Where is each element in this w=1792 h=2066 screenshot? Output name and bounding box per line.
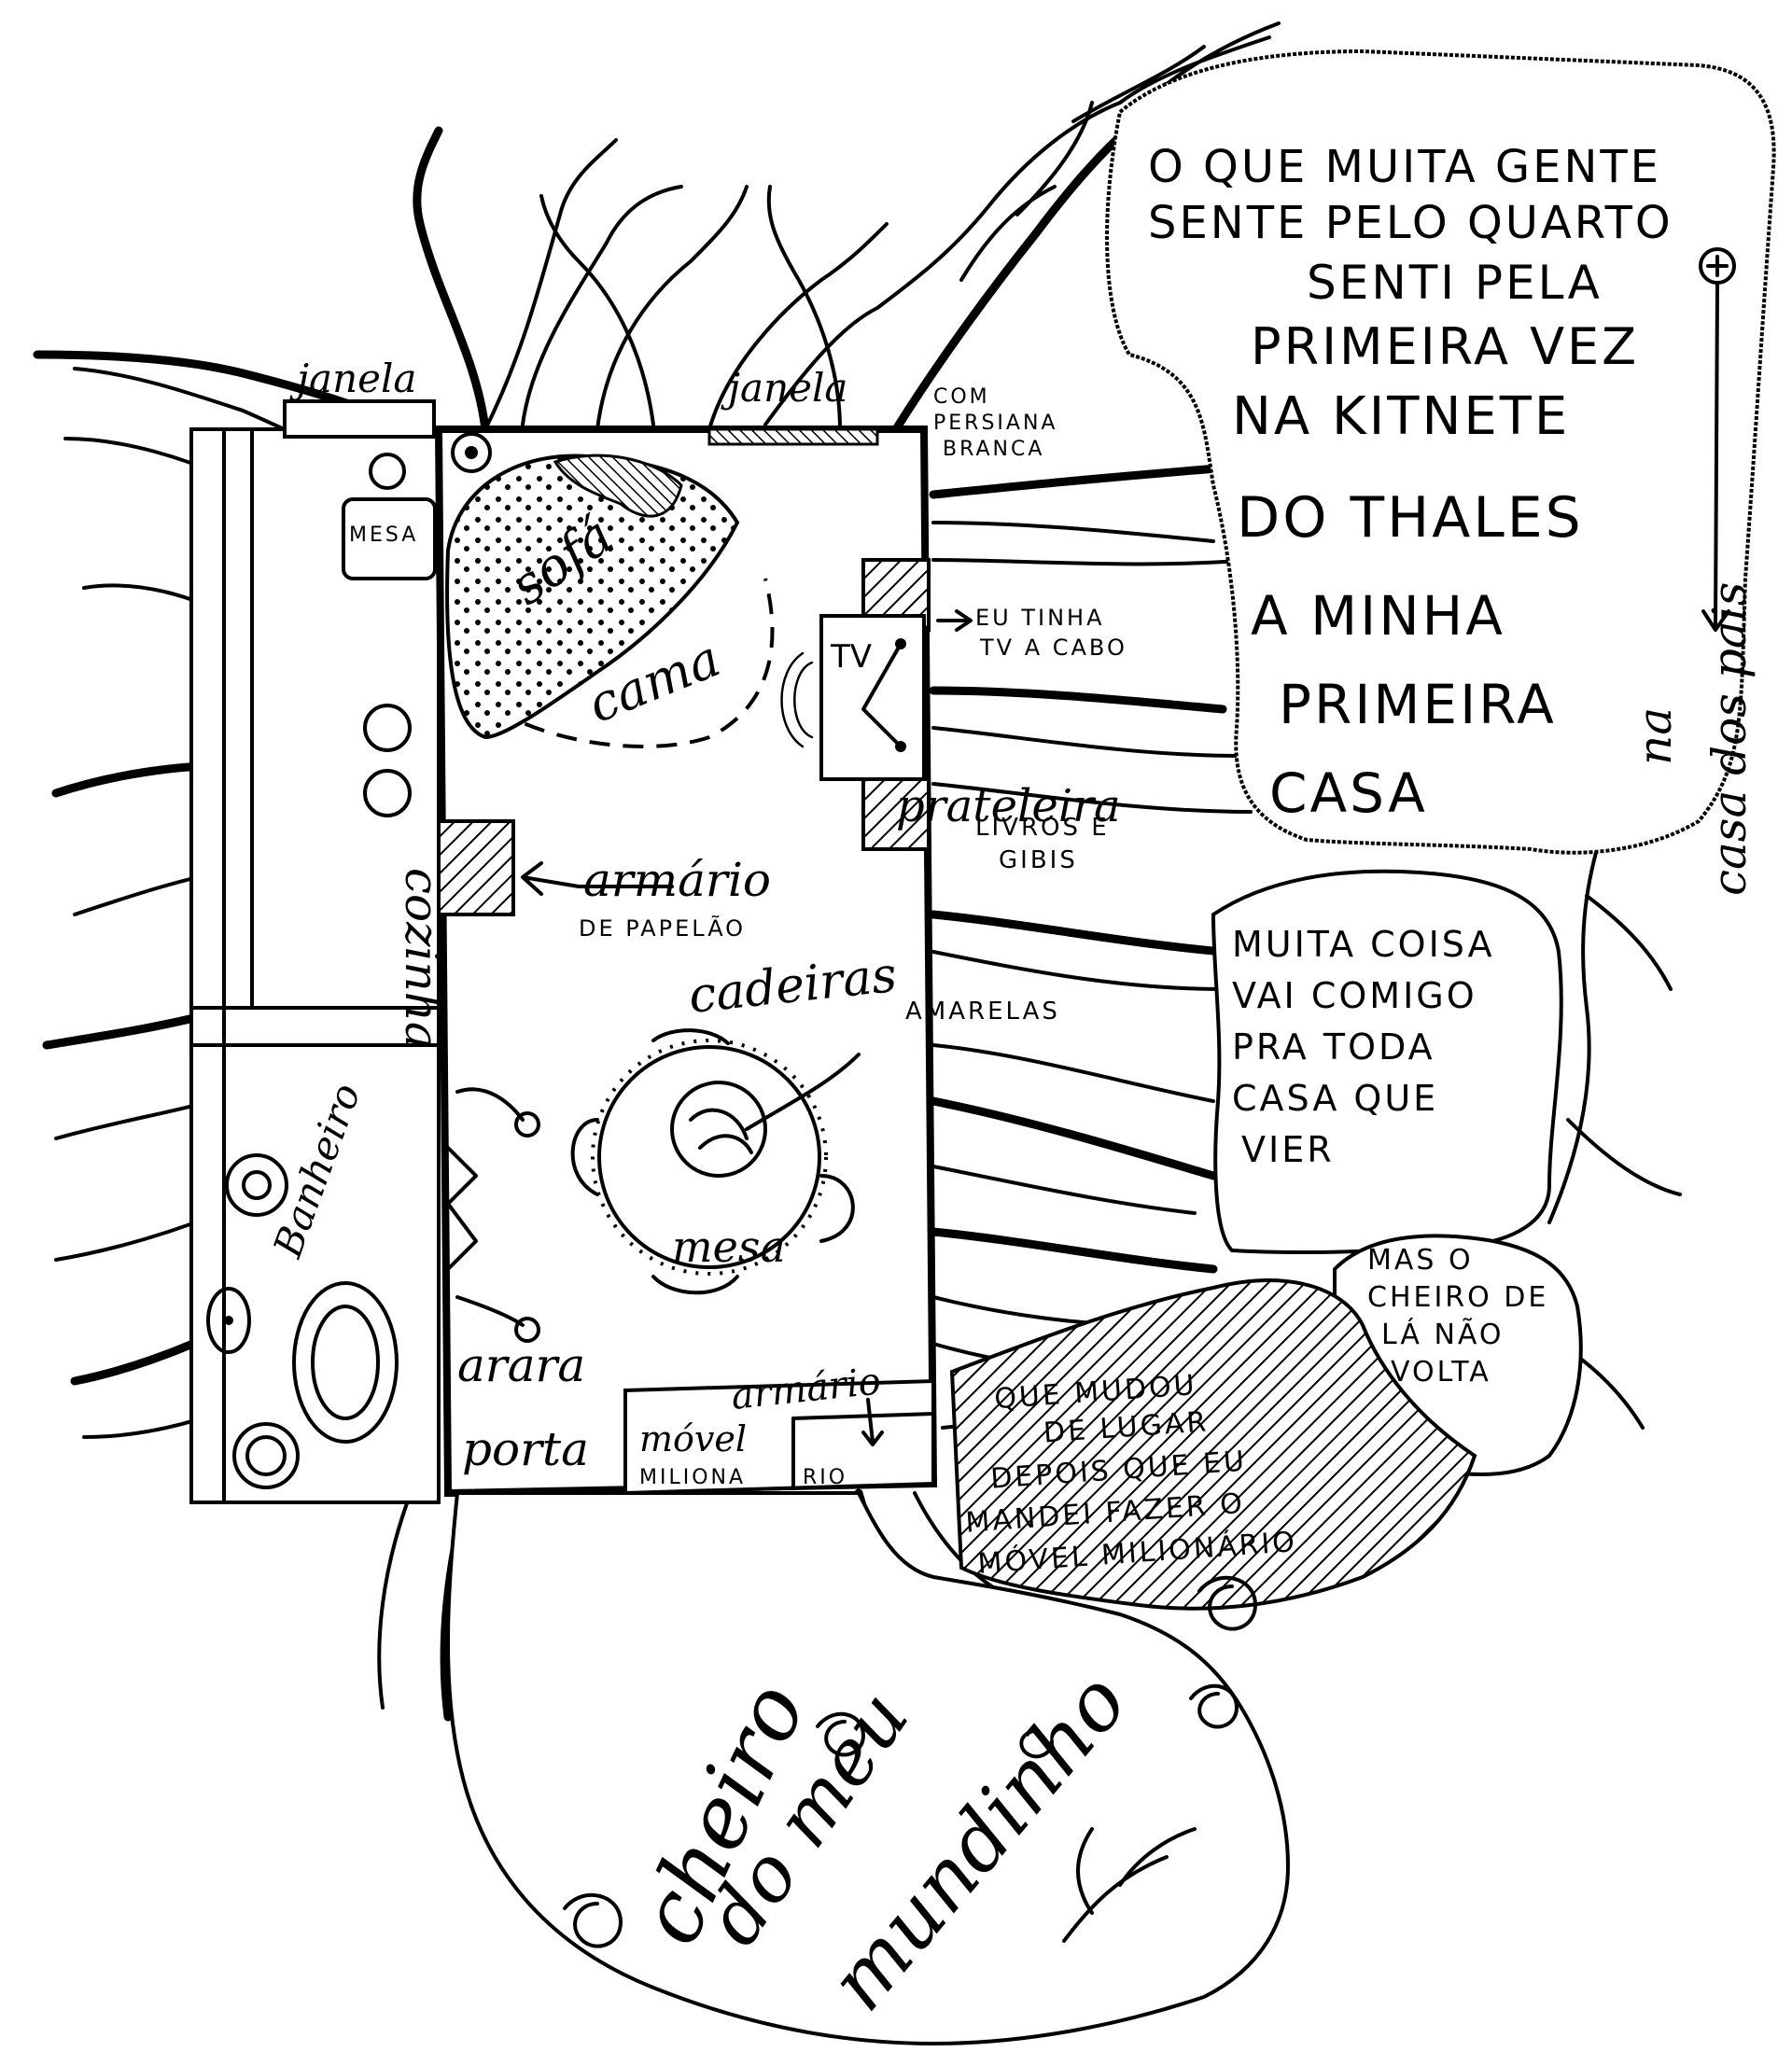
- chair: [819, 1174, 855, 1243]
- cheiro-line-3: LÁ NÃO: [1381, 1318, 1505, 1351]
- tv: [819, 614, 926, 781]
- kitchen-table: [342, 497, 437, 580]
- shower-icon: [292, 1281, 399, 1444]
- spiral-icon: [816, 1711, 865, 1757]
- chair: [651, 1275, 739, 1295]
- label-armario: armário: [583, 853, 771, 907]
- shelf-bottom: [861, 777, 931, 851]
- label-tv-cabo-1: EU TINHA: [975, 605, 1105, 631]
- main-line-7: A MINHA: [1251, 584, 1505, 648]
- label-mesa: mesa: [672, 1221, 786, 1272]
- sink-icon: [206, 1287, 251, 1354]
- kitchen-bathroom-block: [189, 399, 441, 1504]
- label-rio: RIO: [803, 1466, 847, 1489]
- main-room: [434, 426, 993, 1498]
- label-prateleira: prateleira: [896, 780, 1121, 832]
- arrow-icon: [936, 609, 973, 632]
- bubble-muita-text: MUITA COISA VAI COMIGO PRA TODA CASA QUE…: [1232, 924, 1495, 1170]
- leaf-icon: [1062, 1827, 1197, 1943]
- label-janela-left: janela: [289, 356, 416, 401]
- spiral-icon: [563, 1892, 623, 1948]
- spiral-icon: [1197, 1575, 1257, 1631]
- clothes-rack: [455, 1087, 525, 1122]
- cheiro-line-1: MAS O: [1367, 1244, 1474, 1277]
- spiral-icon: [1019, 1729, 1054, 1759]
- main-line-6: DO THALES: [1237, 485, 1584, 551]
- stove-burner: [363, 769, 412, 817]
- vertical-note: na casa dos pais: [1628, 582, 1757, 896]
- bubble-mudou: [949, 1278, 1477, 1611]
- main-line-1: O QUE MUITA GENTE: [1148, 141, 1661, 193]
- vertical-line-1: na: [1628, 707, 1682, 765]
- bubbles: [446, 49, 1776, 2046]
- label-persiana-1: COM: [933, 385, 990, 409]
- furniture-box: [623, 1378, 935, 1496]
- main-line-2: SENTE PELO QUARTO: [1148, 197, 1673, 249]
- bubble-main: [1105, 49, 1776, 855]
- bubble-muita: [1211, 869, 1563, 1255]
- label-livros-2: GIBIS: [999, 846, 1078, 874]
- label-janela-right: janela: [721, 365, 847, 411]
- muita-line-2: VAI COMIGO: [1232, 975, 1477, 1016]
- cheiro-line-2: CHEIRO DE: [1367, 1281, 1548, 1314]
- main-line-8: PRIMEIRA: [1279, 673, 1557, 736]
- spiral-icon: [1189, 1683, 1239, 1729]
- label-amarelas: AMARELAS: [905, 998, 1060, 1026]
- muita-line-5: VIER: [1241, 1129, 1335, 1170]
- label-arara: arara: [457, 1338, 585, 1392]
- chair: [651, 1028, 730, 1045]
- label-persiana-3: BRANCA: [943, 438, 1044, 461]
- muita-line-4: CASA QUE: [1232, 1078, 1438, 1119]
- sofa: [445, 454, 740, 740]
- label-persiana-2: PERSIANA: [933, 412, 1057, 435]
- label-tv: TV: [830, 638, 872, 676]
- bed-outline: [494, 578, 775, 748]
- label-miliona: MILIONA: [639, 1466, 746, 1489]
- label-tv-cabo-2: TV A CABO: [979, 635, 1127, 661]
- vertical-line-2: casa dos pais: [1702, 582, 1757, 896]
- window-kitchen: [283, 399, 436, 439]
- label-porta: porta: [462, 1422, 589, 1476]
- cheiro-line-4: VOLTA: [1391, 1356, 1491, 1389]
- bubble-bottom: [446, 1491, 1291, 2046]
- chair: [570, 1118, 599, 1196]
- label-movel: móvel: [639, 1418, 747, 1459]
- toilet-icon: [225, 1153, 288, 1217]
- main-line-4: PRIMEIRA VEZ: [1251, 317, 1639, 376]
- main-line-5: NA KITNETE: [1232, 386, 1570, 447]
- bubble-cheiro-text: MAS O CHEIRO DE LÁ NÃO VOLTA: [1367, 1244, 1548, 1389]
- label-papelao: DE PAPELÃO: [579, 914, 746, 942]
- plus-icon: [1699, 247, 1736, 285]
- plant-pot-icon: [670, 1081, 767, 1178]
- muita-line-3: PRA TODA: [1232, 1026, 1435, 1068]
- muita-line-1: MUITA COISA: [1232, 924, 1495, 965]
- main-line-3: SENTI PELA: [1307, 256, 1603, 310]
- window-main: [707, 427, 879, 446]
- label-cozinha: cozinha: [395, 868, 449, 1050]
- stove-burner: [363, 704, 412, 752]
- label-livros-1: LIVROS E: [975, 814, 1110, 842]
- dining-table: [591, 1039, 828, 1276]
- lamp-icon: [451, 432, 492, 473]
- bubble-main-text: O QUE MUITA GENTE SENTE PELO QUARTO SENT…: [1148, 141, 1673, 825]
- label-mesa-cozinha: MESA: [349, 523, 418, 547]
- main-line-9: CASA: [1269, 761, 1428, 825]
- cardboard-wardrobe: [437, 819, 515, 916]
